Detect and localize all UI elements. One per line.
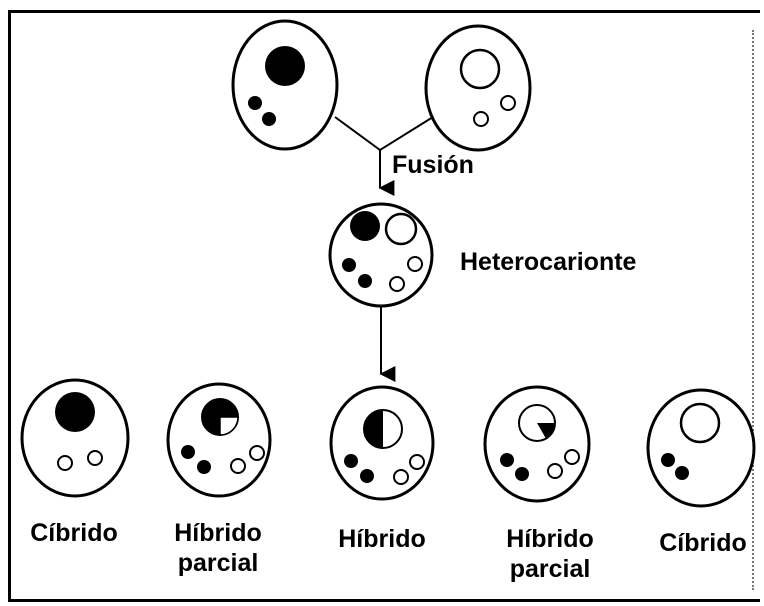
product-cell-cybrid-white	[648, 390, 754, 506]
product-cell-cybrid-black	[22, 380, 128, 496]
heterokaryon-label: Heterocarionte	[460, 247, 636, 277]
product-label-1-line1: Cíbrido	[14, 518, 134, 548]
product-label-4: Híbrido parcial	[490, 524, 610, 584]
fusion-label: Fusión	[392, 150, 474, 180]
product-label-2: Híbrido parcial	[158, 518, 278, 578]
product-cell-partial-hybrid-2	[485, 387, 589, 501]
product-label-5-line1: Cíbrido	[648, 528, 758, 558]
heterokaryon-cell	[330, 204, 432, 306]
product-label-2-line1: Híbrido	[158, 518, 278, 548]
product-cell-partial-hybrid-1	[168, 384, 270, 496]
parent-cell-white	[426, 26, 530, 150]
product-label-4-line2: parcial	[490, 554, 610, 584]
product-label-2-line2: parcial	[158, 548, 278, 578]
product-label-3: Híbrido	[322, 524, 442, 554]
product-label-3-line1: Híbrido	[322, 524, 442, 554]
product-label-4-line1: Híbrido	[490, 524, 610, 554]
product-label-1: Cíbrido	[14, 518, 134, 548]
parent-cell-black	[233, 21, 337, 149]
product-cell-hybrid	[331, 387, 433, 499]
product-label-5: Cíbrido	[648, 528, 758, 558]
